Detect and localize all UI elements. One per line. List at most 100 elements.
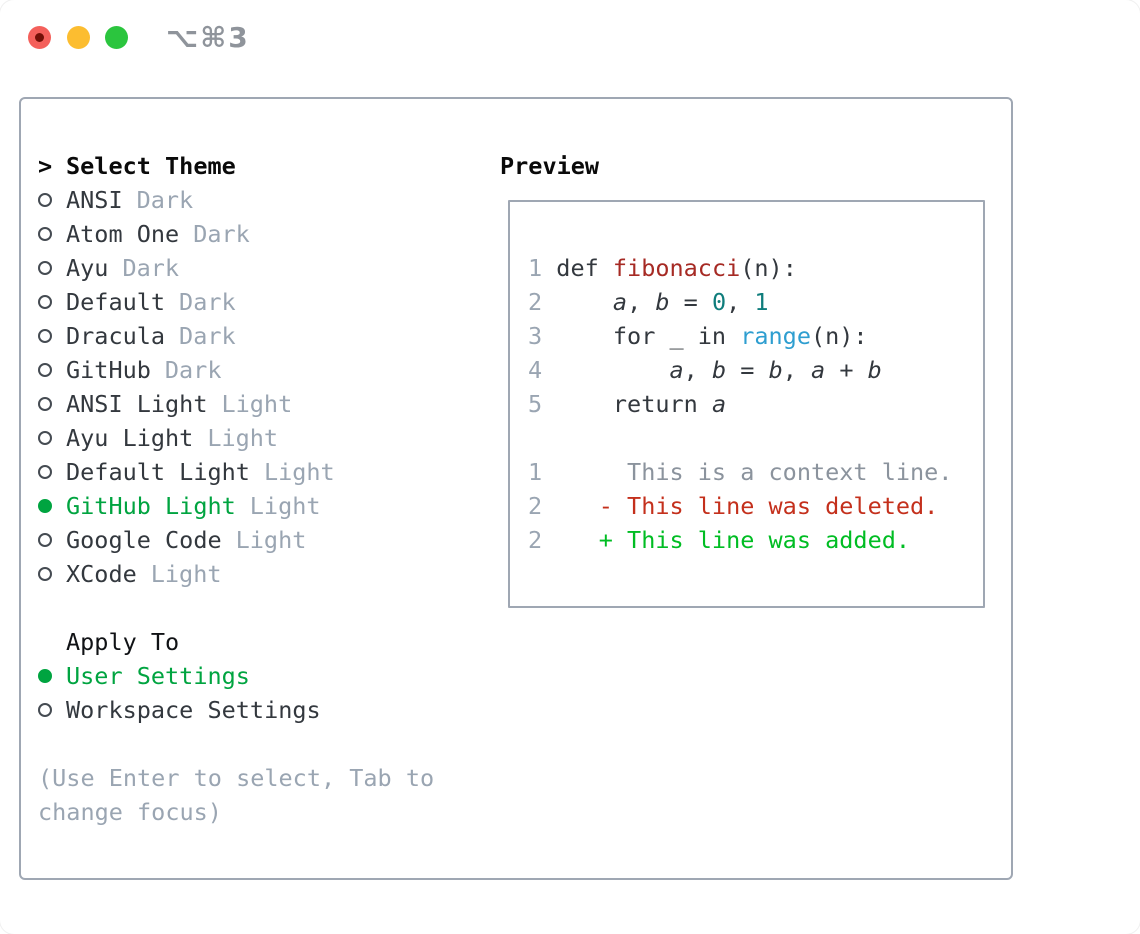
- code-token-pl: [542, 526, 599, 554]
- radio-dot: [38, 465, 52, 479]
- theme-option-ayu-light-light[interactable]: Ayu Light Light: [38, 421, 478, 455]
- radio-dot: [38, 193, 52, 207]
- code-token-add: + This line was added.: [598, 526, 911, 554]
- code-token-pl: (n):: [810, 322, 868, 350]
- code-token-ln: 1: [528, 458, 543, 486]
- radio-dot: [38, 669, 52, 683]
- radio-icon: [38, 295, 66, 309]
- preview-header: Preview: [500, 152, 600, 180]
- code-token-vr: a: [669, 356, 684, 384]
- theme-variant: Light: [207, 424, 279, 452]
- theme-variant: Light: [150, 560, 222, 588]
- code-line: 3 for _ in range(n):: [528, 319, 983, 353]
- radio-icon: [38, 329, 66, 343]
- close-button-dot-icon: [35, 33, 44, 42]
- code-token-ln: 2: [528, 288, 543, 316]
- code-token-vr: b: [867, 356, 882, 384]
- apply-to-header: Apply To: [66, 628, 180, 656]
- radio-dot: [38, 533, 52, 547]
- apply-option-workspace-settings[interactable]: Workspace Settings: [38, 693, 478, 727]
- theme-option-ansi-light-light[interactable]: ANSI Light Light: [38, 387, 478, 421]
- theme-option-google-code-light[interactable]: Google Code Light: [38, 523, 478, 557]
- theme-variant: Light: [263, 458, 335, 486]
- hint-line: (Use Enter to select, Tab to: [38, 764, 435, 792]
- radio-icon: [38, 363, 66, 377]
- radio-icon: [38, 397, 66, 411]
- minimize-button[interactable]: [67, 26, 90, 49]
- radio-dot: [38, 703, 52, 717]
- theme-option-default-dark[interactable]: Default Dark: [38, 285, 478, 319]
- radio-dot: [38, 363, 52, 377]
- radio-icon: [38, 465, 66, 479]
- code-line: 2 - This line was deleted.: [528, 489, 983, 523]
- code-token-vr: a: [711, 390, 727, 418]
- code-token-pl: (n):: [740, 254, 797, 282]
- code-token-pl: ,: [683, 356, 712, 384]
- theme-name: Google Code: [66, 526, 222, 554]
- code-token-pl: ,: [627, 288, 656, 316]
- theme-name: Default Light: [66, 458, 250, 486]
- window-title: ⌥⌘3: [166, 21, 250, 54]
- code-token-bi: range: [740, 322, 811, 350]
- code-token-pl: return: [542, 390, 712, 418]
- theme-name: Default: [66, 288, 166, 316]
- radio-icon: [38, 567, 66, 581]
- preview-header-row: Preview: [500, 149, 599, 183]
- theme-variant: Dark: [179, 288, 236, 316]
- close-button[interactable]: [28, 26, 51, 49]
- code-token-vr: b: [711, 356, 727, 384]
- theme-name: Ayu Light: [66, 424, 194, 452]
- select-theme-header-row: > Select Theme: [38, 149, 478, 183]
- code-token-pl: for _ in: [542, 322, 741, 350]
- radio-dot: [38, 567, 52, 581]
- code-line: 5 return a: [528, 387, 983, 421]
- code-line: 4 a, b = b, a + b: [528, 353, 983, 387]
- code-token-ctx: This is a context line.: [627, 458, 953, 486]
- theme-option-default-light-light[interactable]: Default Light Light: [38, 455, 478, 489]
- code-token-vr: b: [768, 356, 783, 384]
- zoom-button[interactable]: [105, 26, 128, 49]
- theme-name: ANSI Light: [66, 390, 208, 418]
- titlebar: ⌥⌘3: [0, 0, 1140, 75]
- theme-name: XCode: [66, 560, 137, 588]
- code-token-pl: +: [825, 356, 868, 384]
- code-line: 2 + This line was added.: [528, 523, 983, 557]
- theme-variant: Dark: [136, 186, 194, 214]
- apply-option-label: Workspace Settings: [66, 696, 321, 724]
- radio-dot: [38, 329, 52, 343]
- radio-dot: [38, 397, 52, 411]
- code-token-pl: ,: [726, 288, 755, 316]
- code-token-pl: ,: [782, 356, 812, 384]
- radio-icon: [38, 193, 66, 207]
- radio-dot: [38, 295, 52, 309]
- code-token-pl: def: [542, 254, 613, 282]
- code-token-pl: =: [669, 288, 712, 316]
- radio-dot: [38, 499, 52, 513]
- code-token-ln: 2: [528, 526, 543, 554]
- theme-variant: Light: [235, 526, 307, 554]
- code-token-ln: 2: [528, 492, 543, 520]
- code-line: 2 a, b = 0, 1: [528, 285, 983, 319]
- code-token-nm: 1: [754, 288, 769, 316]
- code-token-pl: [542, 356, 669, 384]
- select-theme-header: Select Theme: [66, 152, 236, 180]
- theme-variant: Light: [221, 390, 293, 418]
- apply-option-user-settings[interactable]: User Settings: [38, 659, 478, 693]
- theme-name: Ayu: [66, 254, 109, 282]
- code-token-pl: [542, 458, 627, 486]
- theme-option-xcode-light[interactable]: XCode Light: [38, 557, 478, 591]
- radio-icon: [38, 703, 66, 717]
